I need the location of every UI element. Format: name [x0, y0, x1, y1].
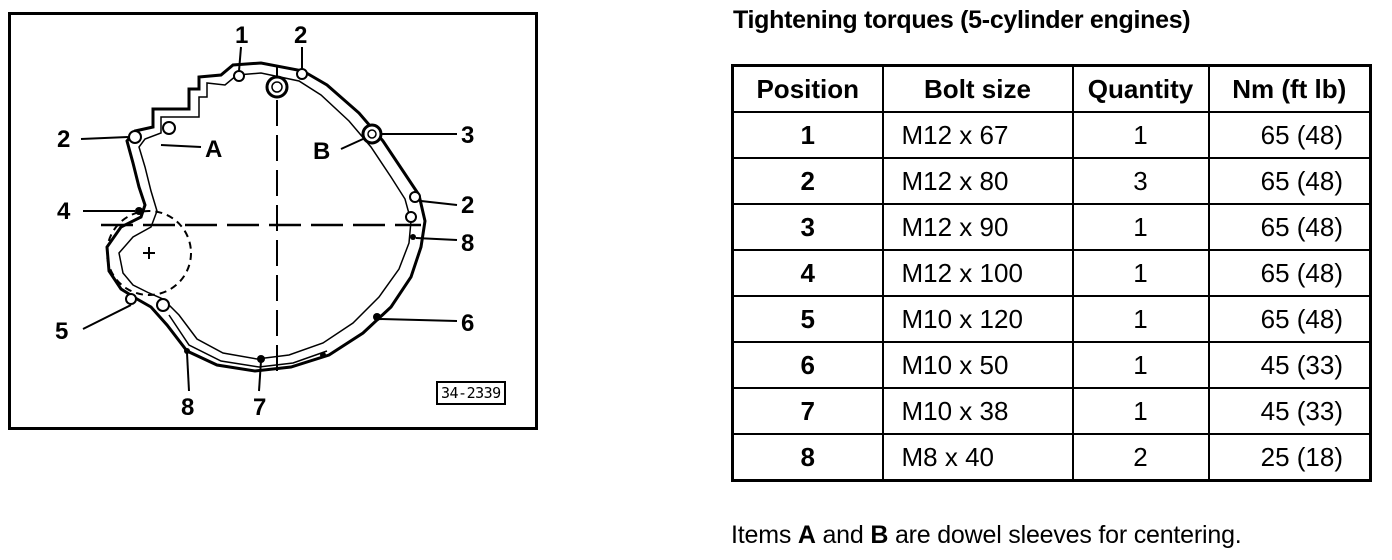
cell-quantity: 1 — [1071, 111, 1210, 159]
cell-torque: 65 (48) — [1207, 295, 1372, 343]
bolt-hole-lower-right — [320, 352, 326, 358]
bolt-hole-2-right-lower — [405, 211, 417, 223]
callout-8-bottom: 8 — [181, 394, 194, 421]
callout-b: B — [313, 138, 330, 165]
leader-a — [160, 144, 202, 148]
footnote: Items A and B are dowel sleeves for cent… — [731, 521, 1242, 550]
table-row: 5 M10 x 120 1 65 (48) — [731, 295, 1372, 343]
table-row: 8 M8 x 40 2 25 (18) — [731, 433, 1372, 482]
callout-1: 1 — [235, 22, 248, 49]
cell-torque: 65 (48) — [1207, 249, 1372, 297]
table-row: 3 M12 x 90 1 65 (48) — [731, 203, 1372, 251]
table-row: 4 M12 x 100 1 65 (48) — [731, 249, 1372, 297]
dowel-hole-lower — [156, 298, 170, 312]
table-title: Tightening torques (5-cylinder engines) — [733, 6, 1191, 34]
cell-position: 2 — [731, 157, 884, 205]
cell-position: 5 — [731, 295, 884, 343]
bolt-hole-2-top — [296, 68, 308, 80]
leader-6 — [378, 318, 458, 322]
cell-torque: 25 (18) — [1207, 433, 1372, 482]
cell-bolt-size: M12 x 90 — [881, 203, 1074, 251]
cell-bolt-size: M12 x 67 — [881, 111, 1074, 159]
callout-2-left: 2 — [57, 126, 70, 153]
bellhousing-drawing: 1 2 2 A B 3 2 4 8 5 6 8 7 — [55, 22, 474, 421]
bolt-hole-8-right — [410, 234, 416, 240]
cell-torque: 45 (33) — [1207, 387, 1372, 435]
bolt-hole-2-right — [409, 191, 421, 203]
cell-position: 1 — [731, 111, 884, 159]
leader-2-left — [80, 136, 130, 140]
cell-position: 7 — [731, 387, 884, 435]
cell-bolt-size: M10 x 120 — [881, 295, 1074, 343]
header-quantity: Quantity — [1071, 64, 1210, 113]
bolt-hole-5 — [125, 293, 137, 305]
callout-a: A — [205, 136, 222, 163]
table-row: 1 M12 x 67 1 65 (48) — [731, 111, 1372, 159]
cell-quantity: 1 — [1071, 249, 1210, 297]
header-torque: Nm (ft lb) — [1207, 64, 1372, 113]
cell-position: 6 — [731, 341, 884, 389]
cell-torque: 65 (48) — [1207, 203, 1372, 251]
cell-bolt-size: M10 x 38 — [881, 387, 1074, 435]
cell-position: 3 — [731, 203, 884, 251]
cell-torque: 65 (48) — [1207, 111, 1372, 159]
callout-7: 7 — [253, 394, 266, 421]
cell-quantity: 2 — [1071, 433, 1210, 482]
cell-bolt-size: M12 x 80 — [881, 157, 1074, 205]
cell-position: 4 — [731, 249, 884, 297]
table-row: 6 M10 x 50 1 45 (33) — [731, 341, 1372, 389]
callout-2-right: 2 — [461, 192, 474, 219]
bellhousing-diagram: 1 2 2 A B 3 2 4 8 5 6 8 7 34-2339 — [8, 12, 538, 430]
bolt-hole-1 — [233, 70, 245, 82]
footnote-pre: Items — [731, 521, 798, 549]
table-row: 2 M12 x 80 3 65 (48) — [731, 157, 1372, 205]
callout-4: 4 — [57, 198, 71, 225]
centering-bore-top-inner — [271, 81, 283, 93]
callout-6: 6 — [461, 310, 474, 337]
bolt-hole-7 — [257, 355, 265, 363]
housing-rim — [168, 314, 328, 368]
cell-torque: 45 (33) — [1207, 341, 1372, 389]
cell-bolt-size: M10 x 50 — [881, 341, 1074, 389]
cell-quantity: 3 — [1071, 157, 1210, 205]
header-position: Position — [731, 64, 884, 113]
callout-5: 5 — [55, 318, 68, 345]
bolt-hole-3-inner — [367, 129, 377, 139]
housing-inner-outline — [118, 72, 412, 360]
cell-quantity: 1 — [1071, 203, 1210, 251]
cell-quantity: 1 — [1071, 295, 1210, 343]
leader-b — [340, 138, 364, 150]
leader-5 — [82, 304, 132, 330]
dowel-hole-a — [162, 121, 176, 135]
cell-bolt-size: M12 x 100 — [881, 249, 1074, 297]
cell-position: 8 — [731, 433, 884, 482]
bolt-hole-4 — [135, 207, 143, 215]
starter-bore — [106, 210, 192, 296]
cell-bolt-size: M8 x 40 — [881, 433, 1074, 482]
footnote-item-a: A — [797, 521, 816, 549]
bolt-hole-2-left — [128, 130, 142, 144]
leader-8-right — [415, 237, 458, 241]
table-header-row: Position Bolt size Quantity Nm (ft lb) — [731, 64, 1372, 113]
bolt-hole-8-bottom — [184, 348, 190, 354]
leader-7 — [258, 360, 262, 392]
header-bolt-size: Bolt size — [881, 64, 1074, 113]
leader-2-right — [420, 200, 458, 206]
cell-quantity: 1 — [1071, 387, 1210, 435]
torque-table: Position Bolt size Quantity Nm (ft lb) 1… — [731, 64, 1372, 482]
leader-8-bottom — [186, 352, 190, 392]
leader-1 — [238, 46, 242, 72]
footnote-item-b: B — [870, 521, 889, 549]
table-row: 7 M10 x 38 1 45 (33) — [731, 387, 1372, 435]
footnote-mid: and — [815, 521, 871, 549]
cell-quantity: 1 — [1071, 341, 1210, 389]
callout-2-top: 2 — [294, 22, 307, 49]
callout-8-right: 8 — [461, 230, 474, 257]
figure-reference-code: 34-2339 — [436, 381, 506, 405]
footnote-post: are dowel sleeves for centering. — [888, 521, 1242, 549]
callout-3: 3 — [461, 122, 474, 149]
cell-torque: 65 (48) — [1207, 157, 1372, 205]
